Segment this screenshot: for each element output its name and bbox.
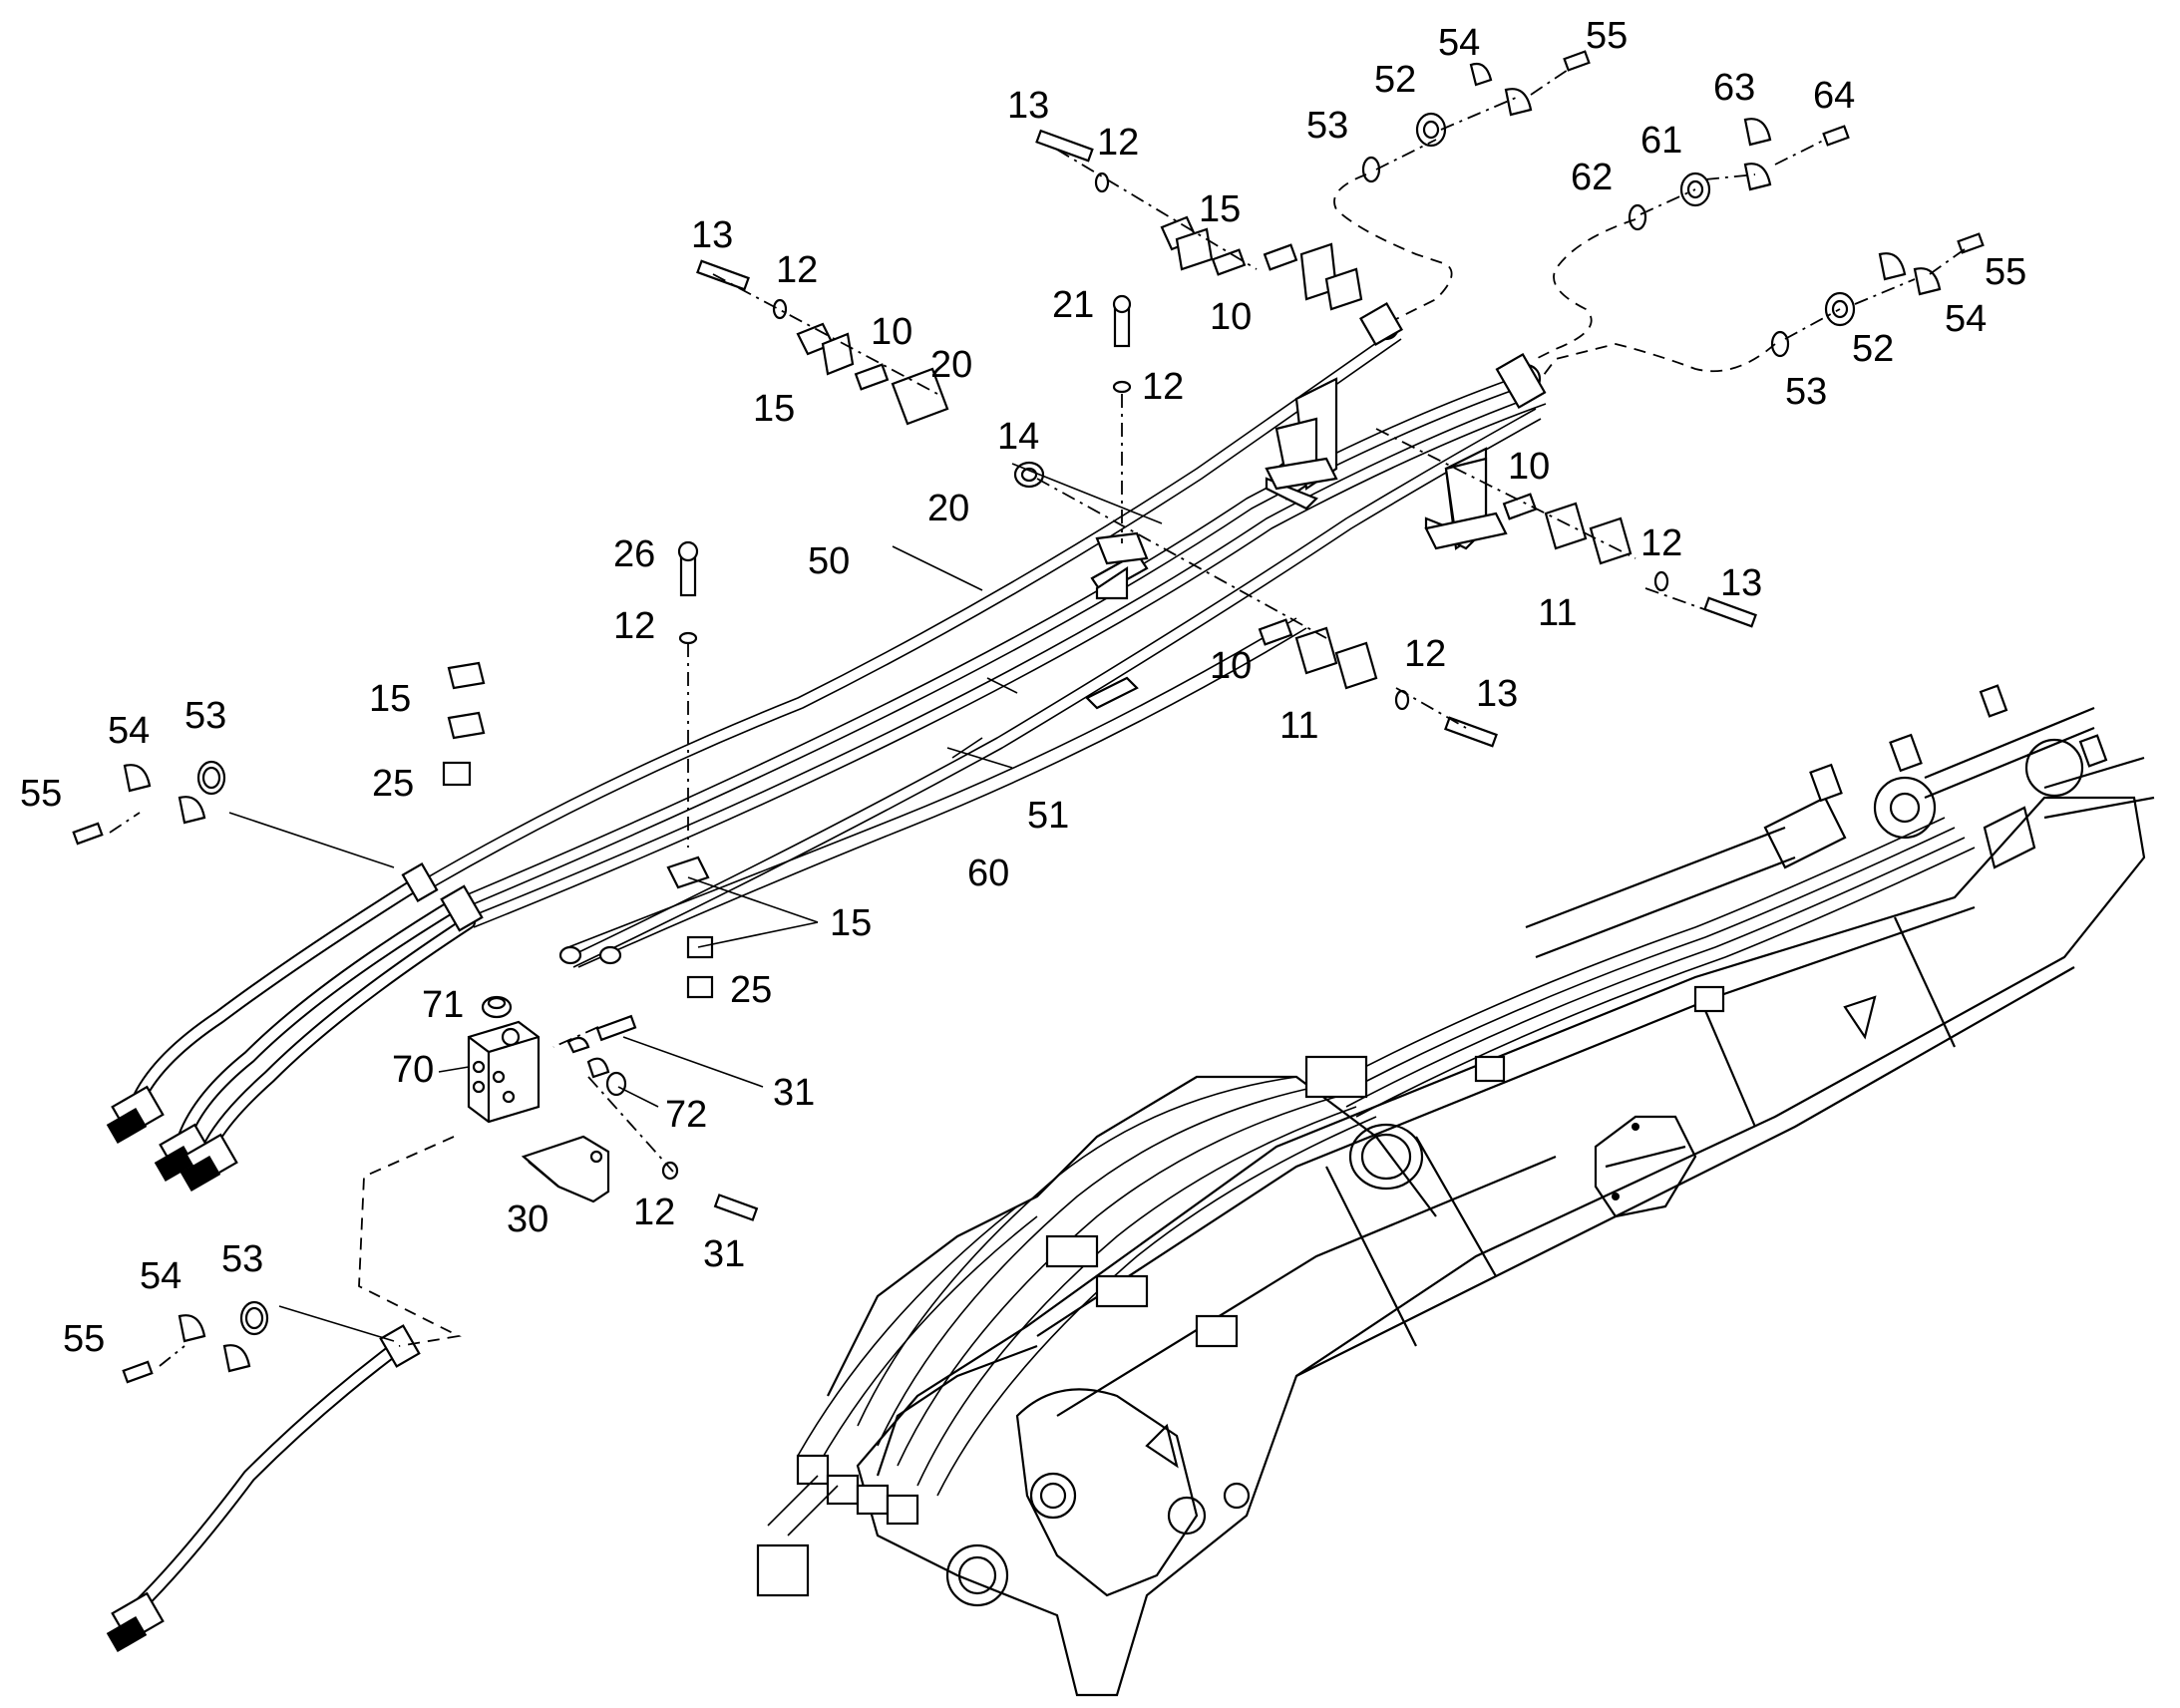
callout-54: 54 (108, 710, 150, 752)
callout-55: 55 (63, 1318, 105, 1360)
callout-12: 12 (1640, 522, 1682, 564)
callout-52: 52 (1374, 59, 1416, 101)
boom-assembly (756, 684, 2155, 1697)
callout-10: 10 (1210, 645, 1252, 687)
left-hose-bundle (106, 862, 484, 1193)
callout-20: 20 (930, 344, 972, 386)
callout-labels: 55 54 53 52 13 12 63 64 61 62 15 10 13 1… (20, 15, 2026, 1360)
callout-21: 21 (1052, 284, 1094, 326)
callout-12: 12 (776, 249, 818, 291)
callout-25: 25 (372, 763, 414, 805)
callout-15: 15 (369, 678, 411, 720)
callout-11: 11 (1279, 705, 1318, 747)
callout-10: 10 (871, 311, 912, 353)
callout-13: 13 (1476, 673, 1518, 715)
callout-12: 12 (633, 1192, 675, 1233)
callout-53: 53 (221, 1238, 263, 1280)
callout-72: 72 (665, 1094, 707, 1136)
callout-51: 51 (1027, 795, 1069, 837)
callout-12: 12 (1404, 633, 1446, 675)
valve-block (467, 995, 610, 1203)
callout-15: 15 (753, 388, 795, 430)
leader-lines (109, 67, 1966, 1367)
callout-61: 61 (1640, 120, 1682, 162)
callout-13: 13 (1007, 85, 1049, 127)
callout-31: 31 (703, 1233, 745, 1275)
callout-26: 26 (613, 533, 655, 575)
callout-13: 13 (1720, 562, 1762, 604)
callout-12: 12 (1097, 122, 1139, 164)
callout-54: 54 (1438, 22, 1480, 64)
callout-55: 55 (1985, 251, 2026, 293)
callout-25: 25 (730, 969, 772, 1011)
callout-20: 20 (927, 488, 969, 529)
callout-60: 60 (967, 853, 1009, 894)
callout-54: 54 (140, 1255, 182, 1297)
callout-52: 52 (1852, 328, 1894, 370)
callout-31: 31 (773, 1072, 815, 1114)
callout-53: 53 (1785, 371, 1827, 413)
callout-62: 62 (1571, 157, 1613, 198)
callout-13: 13 (691, 214, 733, 256)
hose-connector (106, 1085, 238, 1193)
callout-55: 55 (1586, 15, 1628, 57)
callout-11: 11 (1538, 592, 1577, 634)
callout-12: 12 (1142, 366, 1184, 408)
callout-30: 30 (507, 1198, 548, 1240)
callout-53: 53 (184, 695, 226, 737)
callout-15: 15 (1199, 188, 1241, 230)
callout-70: 70 (392, 1049, 434, 1091)
callout-53: 53 (1306, 105, 1348, 147)
callout-10: 10 (1508, 446, 1550, 488)
lower-hose (106, 1324, 421, 1653)
hardware-items (72, 50, 1985, 1384)
callout-10: 10 (1210, 296, 1252, 338)
callout-54: 54 (1945, 298, 1987, 340)
callout-14: 14 (997, 416, 1039, 458)
callout-64: 64 (1813, 75, 1855, 117)
callout-63: 63 (1713, 67, 1755, 109)
callout-71: 71 (422, 984, 464, 1026)
callout-50: 50 (808, 540, 850, 582)
callout-55: 55 (20, 773, 62, 815)
callout-15: 15 (830, 902, 872, 944)
callout-12: 12 (613, 605, 655, 647)
